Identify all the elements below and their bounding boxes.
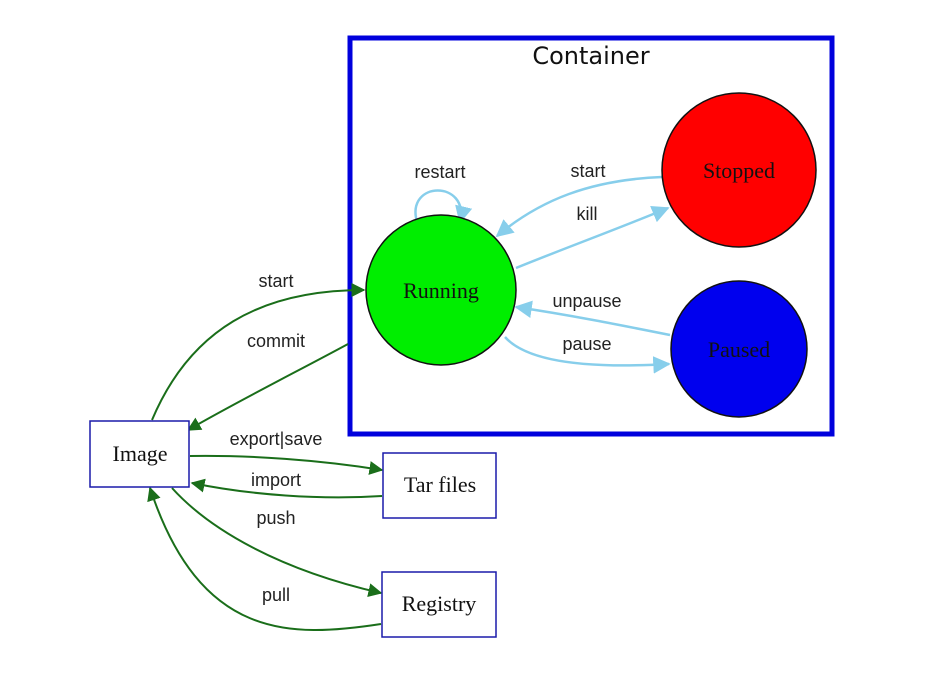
node-paused: Paused	[670, 280, 808, 418]
node-registry-shape	[381, 571, 497, 638]
node-registry-label: Registry	[402, 591, 477, 616]
edge-start-stopped-running	[495, 175, 663, 238]
container-cluster-label: Container	[532, 42, 649, 70]
label-pull: pull	[262, 585, 290, 605]
label-export-save: export|save	[230, 429, 323, 449]
node-image-shape	[89, 420, 190, 488]
node-stopped: Stopped	[661, 92, 817, 248]
label-import: import	[251, 470, 301, 490]
label-push: push	[256, 508, 295, 528]
edge-pause	[504, 336, 671, 374]
label-pause: pause	[562, 334, 611, 354]
node-registry: Registry	[381, 571, 497, 638]
node-paused-label: Paused	[708, 337, 770, 362]
label-start-image: start	[258, 271, 293, 291]
node-running-label: Running	[403, 278, 479, 303]
edge-export-save	[189, 454, 384, 475]
label-start-stopped: start	[570, 161, 605, 181]
node-tarfiles-shape	[382, 452, 497, 519]
container-cluster-border	[347, 35, 835, 437]
edge-kill	[515, 205, 670, 270]
node-tarfiles-label: Tar files	[404, 472, 476, 497]
node-image: Image	[89, 420, 190, 488]
node-tarfiles: Tar files	[382, 452, 497, 519]
label-kill: kill	[577, 204, 598, 224]
image-edges	[147, 283, 384, 631]
node-stopped-label: Stopped	[703, 158, 775, 183]
edge-push	[171, 487, 383, 598]
node-running: Running	[365, 214, 517, 366]
edge-pull	[147, 486, 382, 631]
node-stopped-shape	[661, 92, 817, 248]
container-cluster: Container	[347, 35, 835, 437]
edge-import	[190, 478, 383, 499]
edge-start-image-running	[151, 283, 366, 421]
label-restart: restart	[414, 162, 465, 182]
container-edges	[414, 175, 671, 374]
label-unpause: unpause	[552, 291, 621, 311]
node-image-label: Image	[113, 441, 168, 466]
edge-unpause	[514, 300, 671, 337]
edge-labels: restart start kill unpause pause start c…	[230, 161, 622, 605]
edge-commit	[186, 343, 349, 431]
label-commit: commit	[247, 331, 305, 351]
edge-restart	[414, 189, 473, 224]
node-paused-shape	[670, 280, 808, 418]
node-running-shape	[365, 214, 517, 366]
